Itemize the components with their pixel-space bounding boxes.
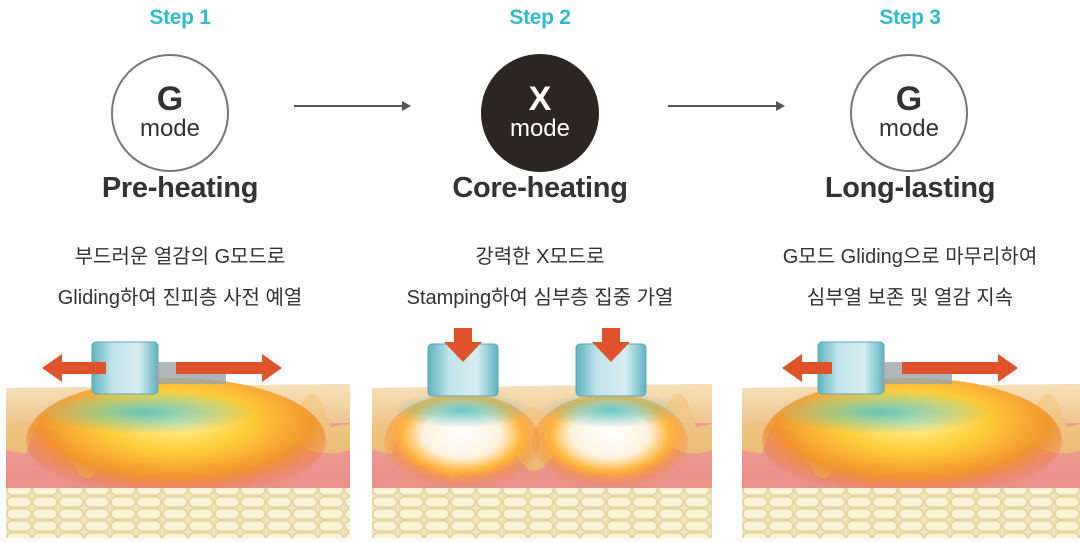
x-mode-circle: X mode xyxy=(481,54,599,172)
step-2: Step 2 X mode Core-heating 강력한 X모드로 Stam… xyxy=(360,0,720,542)
mode-word: mode xyxy=(878,115,940,142)
step-label: Step 3 xyxy=(879,6,941,29)
step-description-line2: Gliding하여 진피층 사전 예열 xyxy=(57,287,303,309)
step-description-line2: 심부열 보존 및 열감 지속 xyxy=(806,287,1014,309)
mode-letter: G xyxy=(895,80,923,118)
flow-arrow-1 xyxy=(294,101,411,111)
step-description-line2: Stamping하여 심부층 집중 가열 xyxy=(406,287,674,309)
g-mode-circle: G mode xyxy=(111,54,229,172)
step-1: Step 1 G mode Pre-heating 부드러운 열감의 G모드로 … xyxy=(0,0,360,542)
step-description-line1: 부드러운 열감의 G모드로 xyxy=(74,246,286,268)
step-description-line1: 강력한 X모드로 xyxy=(475,246,605,268)
step-title: Pre-heating xyxy=(101,172,259,204)
mode-word: mode xyxy=(509,115,571,142)
step-3: Step 3 G mode Long-lasting G모드 Gliding으로… xyxy=(730,0,1080,542)
step-label: Step 2 xyxy=(509,6,571,29)
step-title: Core-heating xyxy=(452,172,628,204)
mode-letter: G xyxy=(156,80,184,118)
skin-stamping-illustration xyxy=(372,328,712,538)
step-title: Long-lasting xyxy=(824,172,996,204)
skin-gliding-illustration xyxy=(742,341,1080,538)
g-mode-circle: G mode xyxy=(850,54,968,172)
mode-word: mode xyxy=(139,115,201,142)
skin-gliding-illustration xyxy=(6,341,350,538)
step-label: Step 1 xyxy=(149,6,211,29)
step-description-line1: G모드 Gliding으로 마무리하여 xyxy=(782,246,1038,268)
flow-arrow-2 xyxy=(668,101,785,111)
mode-letter: X xyxy=(528,80,552,118)
